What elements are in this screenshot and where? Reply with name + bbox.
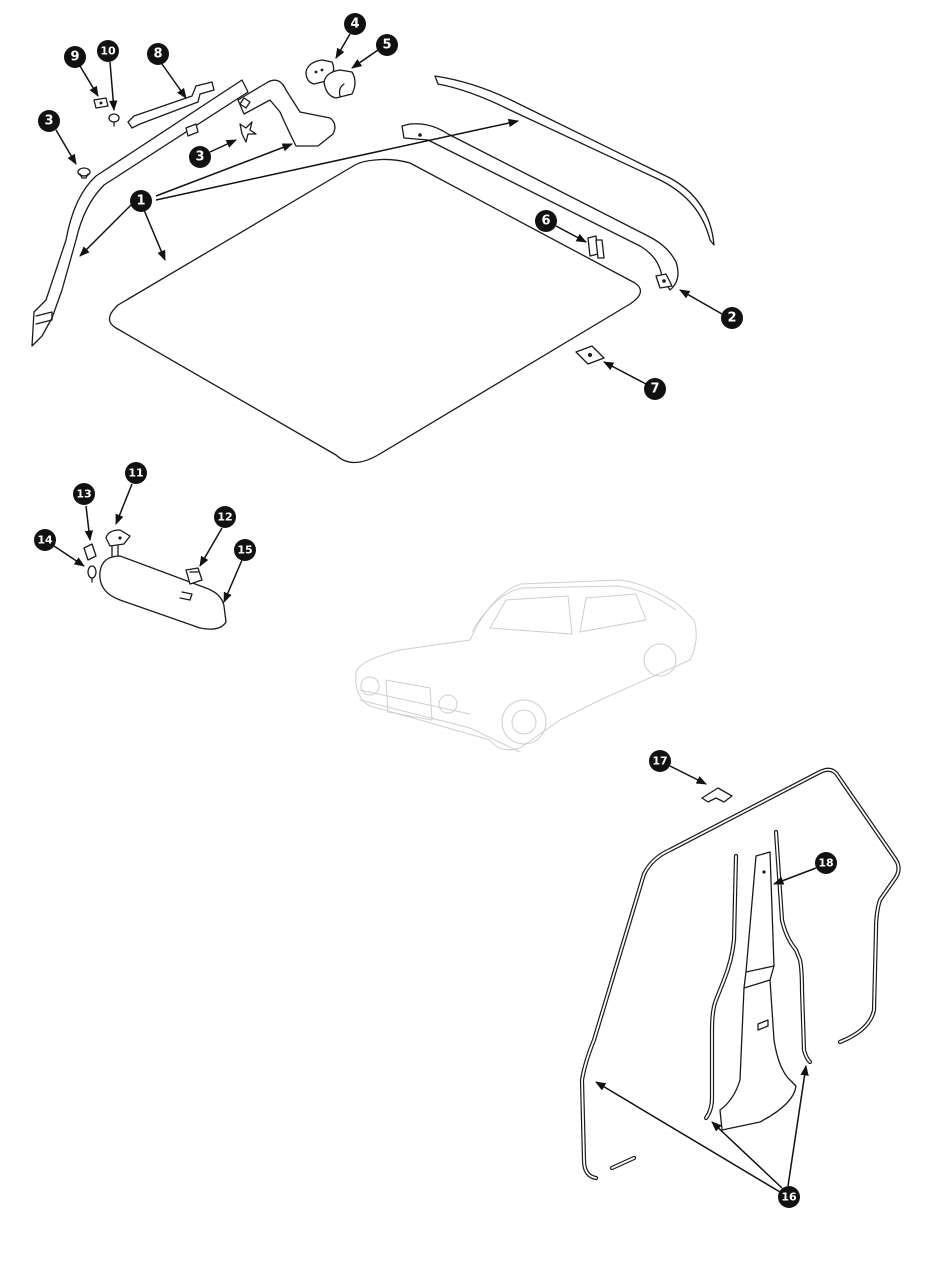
callout-15: 15: [234, 539, 256, 561]
front-door-seal: [579, 767, 901, 1181]
callout-8: 8: [147, 43, 169, 65]
callout-15-label: 15: [237, 544, 252, 557]
callout-9: 9: [64, 46, 86, 68]
callout-13: 13: [73, 483, 95, 505]
sun-visor: [99, 555, 227, 630]
visor-bracket-part-11: [105, 529, 131, 557]
callout-3-left-label: 3: [44, 114, 53, 129]
callout-11: 11: [125, 462, 147, 484]
clip-part-17: [701, 787, 733, 803]
headlining-panel: [108, 158, 642, 464]
callout-2-label: 2: [727, 311, 736, 326]
visor-clip-part-12: [185, 567, 203, 585]
callout-7: 7: [644, 378, 666, 400]
callout-10-label: 10: [100, 45, 116, 58]
callout-3-center-label: 3: [195, 150, 204, 165]
plate-part-7: [575, 345, 605, 365]
b-post-upper-trim: [237, 79, 336, 147]
callout-3-left: 3: [38, 110, 60, 132]
callout-6: 6: [535, 210, 557, 232]
callout-17: 17: [649, 750, 671, 772]
callout-13-label: 13: [76, 488, 91, 501]
clip-part-6: [587, 235, 605, 259]
leader-lines: [53, 33, 817, 1193]
clip-part-3-center: [239, 121, 257, 143]
car-illustration: [355, 579, 697, 753]
right-cantrail-trim: [434, 75, 715, 246]
bracket-part-8: [127, 81, 215, 137]
clip-part-13: [83, 543, 97, 561]
callout-7-label: 7: [650, 382, 659, 397]
callout-14: 14: [34, 529, 56, 551]
callout-5: 5: [376, 34, 398, 56]
callout-11-label: 11: [128, 467, 143, 480]
callout-8-label: 8: [153, 47, 162, 62]
callout-5-label: 5: [382, 38, 391, 53]
callout-16: 16: [778, 1186, 800, 1208]
callout-2: 2: [721, 307, 743, 329]
callout-4: 4: [344, 13, 366, 35]
callout-16-label: 16: [781, 1191, 797, 1204]
callout-4-label: 4: [350, 17, 359, 32]
plate-part-9: [93, 97, 109, 109]
callout-9-label: 9: [70, 50, 79, 65]
callout-12: 12: [214, 506, 236, 528]
callout-3-center: 3: [189, 146, 211, 168]
callout-12-label: 12: [217, 511, 232, 524]
b-post-seal-right: [773, 829, 813, 1065]
screw-part-14: [87, 565, 97, 583]
callout-1: 1: [130, 190, 152, 212]
callout-6-label: 6: [541, 214, 550, 229]
b-post-trim: [719, 851, 797, 1131]
b-post-seal-left: [703, 853, 739, 1121]
left-cantrail-trim: [31, 79, 249, 347]
callout-17-label: 17: [652, 755, 667, 768]
callout-10: 10: [97, 40, 119, 62]
callout-1-label: 1: [136, 194, 145, 209]
cover-part-5: [323, 69, 356, 99]
clip-part-3-left: [77, 167, 91, 179]
callout-14-label: 14: [37, 534, 53, 547]
screw-part-10: [108, 113, 120, 127]
callout-18-label: 18: [818, 857, 833, 870]
callout-18: 18: [815, 852, 837, 874]
